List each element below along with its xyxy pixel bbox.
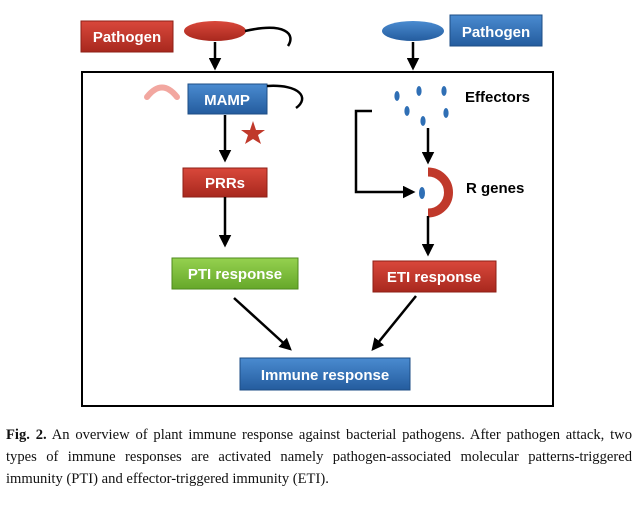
pathogen-right-box [449,14,543,47]
mamp-node: MAMP [187,83,268,115]
figure-caption: Fig. 2. An overview of plant immune resp… [6,424,632,490]
effector-particle [441,86,447,96]
bacterium-right-icon [382,21,444,41]
prrs-node: PRRs [182,167,268,198]
pathogen-right-label: Pathogen [462,24,530,41]
immune-response-diagram: Pathogen Pathogen MAMP PRRs PTI response… [80,14,554,407]
effector-particle [416,86,422,96]
mamp-label: MAMP [204,92,250,109]
effector-particle [394,91,400,101]
star-icon [241,121,265,144]
immune-response-node: Immune response [239,357,411,391]
arrow-pti-to-immune [233,297,292,351]
flagellum-left-icon [244,26,292,47]
effector-particles [394,86,449,126]
effector-particle [404,106,410,116]
mamp-box [187,83,268,115]
eti-response-node: ETI response [372,260,497,293]
effector-bound-particle [419,187,425,199]
arrow-effector-to-rgene-bypass [354,109,416,199]
mamp-flagellum-icon [266,84,304,110]
pathogen-left-box [80,20,174,53]
arrow-eti-to-immune [371,295,417,351]
pathogen-right: Pathogen [449,14,543,47]
effector-particle [420,116,426,126]
pti-response-node: PTI response [171,257,299,290]
figure-caption-label: Fig. 2. [6,427,47,443]
pathogen-left: Pathogen [80,20,174,53]
prrs-label: PRRs [205,175,245,192]
bacterium-left-icon [184,21,246,41]
receptor-icon [144,84,180,100]
pathogen-left-label: Pathogen [93,29,161,46]
effector-particle [443,108,449,118]
effectors-label: Effectors [465,89,530,106]
r-genes-label: R genes [466,180,524,197]
eti-response-label: ETI response [387,269,481,286]
figure-caption-text: An overview of plant immune response aga… [6,427,632,487]
immune-response-box [239,357,411,391]
pti-response-box [171,257,299,290]
immune-response-label: Immune response [261,367,389,384]
eti-response-box [372,260,497,293]
cell-boundary [81,71,554,407]
r-gene-receptor-icon [427,167,453,218]
pti-response-label: PTI response [188,266,282,283]
